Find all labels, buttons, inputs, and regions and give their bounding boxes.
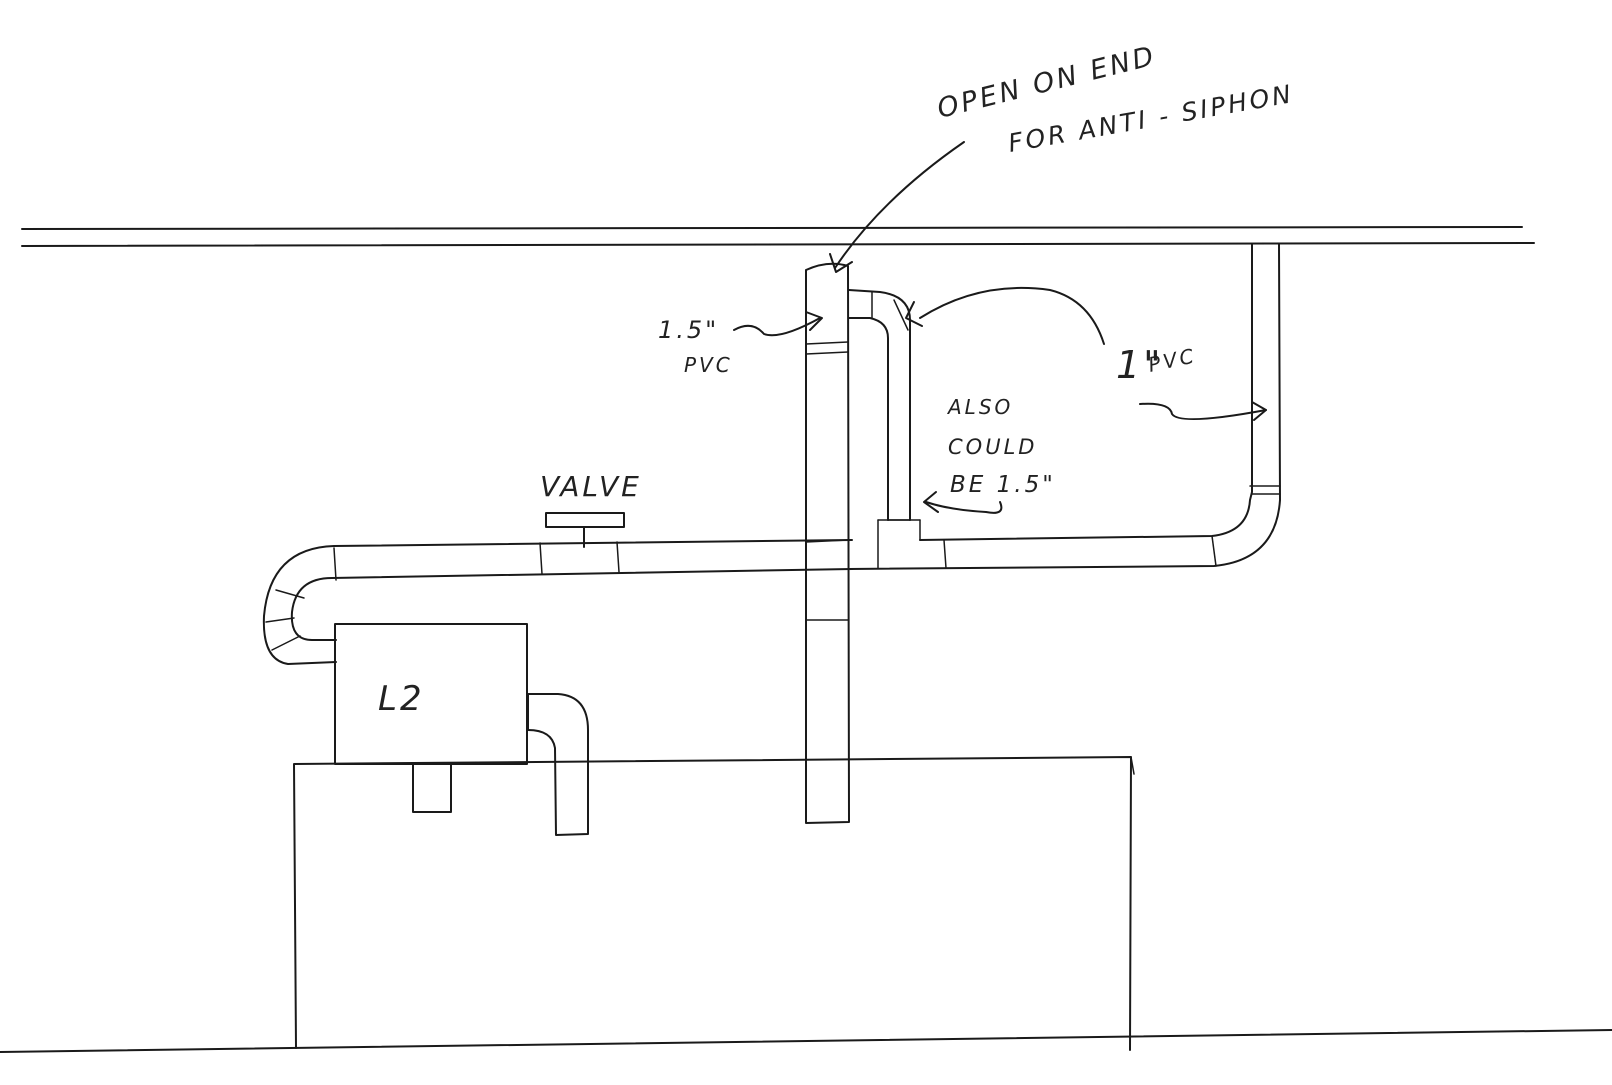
l2-box: L2 (334, 623, 528, 813)
pvc-15-line2: PVC (684, 353, 733, 377)
arrow-1-pvc-lower-head (1251, 401, 1267, 421)
vent-loop (848, 289, 947, 569)
ceiling-lines (21, 226, 1535, 247)
standpipe-1-5-pvc (805, 262, 850, 824)
annotation-1-pvc: 1" PVC (905, 287, 1267, 421)
arrow-also-head (923, 491, 939, 513)
valve-label: VALVE (540, 470, 642, 503)
arrow-1-pvc-upper (919, 287, 1105, 345)
left-loop-pipe (262, 539, 853, 665)
arrow-open-end-head (829, 253, 853, 273)
also-line2: COULD (948, 435, 1037, 459)
arrow-1-pvc-upper-head (905, 301, 923, 327)
arrow-1-5-pvc (733, 317, 821, 337)
also-line1: ALSO (946, 395, 1013, 419)
also-line3: BE 1.5" (950, 472, 1056, 498)
base-block (293, 756, 1135, 1051)
arrow-also (925, 501, 1003, 514)
annotation-open-end: OPEN ON END FOR ANTI - SIPHON (829, 40, 1296, 273)
arrow-1-pvc-lower (1139, 402, 1267, 421)
arrow-1-5-pvc-head (805, 311, 823, 331)
floor-line (0, 1029, 1612, 1053)
annotation-also-could-be: ALSO COULD BE 1.5" (923, 395, 1056, 514)
pvc-1-main: 1" (1116, 343, 1164, 387)
valve: VALVE (539, 470, 642, 575)
pvc-15-line1: 1.5" (658, 316, 719, 344)
arrow-open-end (834, 141, 965, 269)
right-run-1-pvc (848, 243, 1281, 570)
l2-label: L2 (378, 679, 425, 719)
annotation-1-5-pvc: 1.5" PVC (658, 311, 823, 377)
drain-elbow (527, 693, 589, 836)
